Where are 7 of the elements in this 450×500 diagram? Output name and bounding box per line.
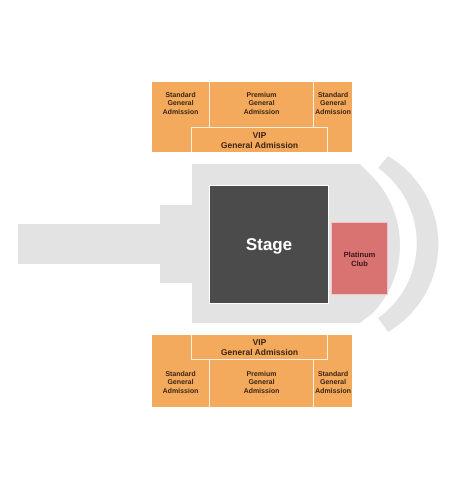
seating-section — [191, 335, 328, 360]
club-section — [331, 222, 388, 295]
seating-section — [191, 127, 328, 152]
stage-label: Stage — [246, 235, 292, 254]
stage-area — [209, 185, 329, 304]
section-label: VIP General Admission — [220, 130, 298, 150]
section-label: VIP General Admission — [220, 337, 298, 357]
